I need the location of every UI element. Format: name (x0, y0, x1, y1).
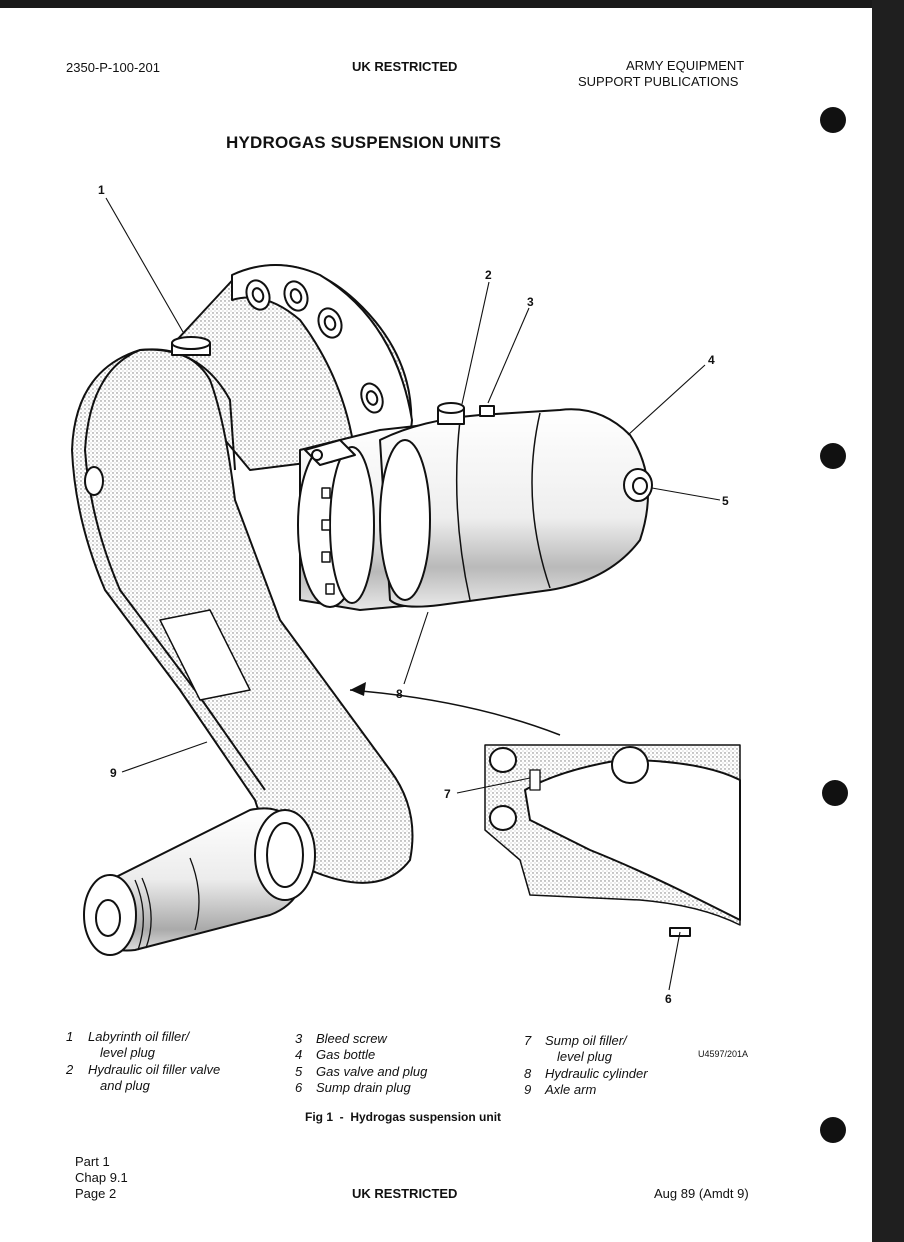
figure-caption: Fig 1 - Hydrogas suspension unit (305, 1110, 502, 1124)
callout-1: 1 (98, 183, 105, 197)
legend-num: 1 (66, 1029, 74, 1044)
legend-item: Gas valve and plug (316, 1064, 428, 1079)
footer-classification: UK RESTRICTED (352, 1186, 458, 1201)
scan-top-edge (0, 0, 904, 8)
binder-hole (822, 780, 848, 806)
callout-2: 2 (485, 268, 492, 282)
legend-item: Sump oil filler/ (545, 1033, 627, 1048)
footer-date: Aug 89 (Amdt 9) (654, 1186, 749, 1201)
legend-item: Sump drain plug (316, 1080, 411, 1095)
scan-right-edge (872, 0, 904, 1242)
legend-num: 9 (524, 1082, 532, 1097)
footer-chapter: Chap 9.1 (75, 1170, 128, 1185)
legend-num: 3 (295, 1031, 303, 1046)
binder-hole (820, 107, 846, 133)
axle-arm (71, 348, 414, 884)
binder-hole (820, 1117, 846, 1143)
footer-part: Part 1 (75, 1154, 110, 1169)
legend-num: 2 (66, 1062, 74, 1077)
doc-number: 2350-P-100-201 (66, 60, 160, 75)
callout-8: 8 (396, 687, 403, 701)
figure-reference: U4597/201A (698, 1049, 749, 1059)
legend-item: Hydraulic cylinder (545, 1066, 648, 1081)
publisher-line1: ARMY EQUIPMENT (626, 58, 745, 73)
legend-num: 4 (295, 1047, 303, 1062)
header-classification: UK RESTRICTED (352, 59, 458, 74)
callout-3: 3 (527, 295, 534, 309)
callout-4: 4 (708, 353, 715, 367)
callout-5: 5 (722, 494, 729, 508)
legend-num: 6 (295, 1080, 303, 1095)
legend-item: level plug (557, 1049, 612, 1064)
legend-num: 5 (295, 1064, 303, 1079)
legend-num: 7 (524, 1033, 532, 1048)
callout-6: 6 (665, 992, 672, 1006)
callout-9: 9 (110, 766, 117, 780)
footer-page: Page 2 (75, 1186, 117, 1201)
legend-item: Hydraulic oil filler valve (88, 1062, 221, 1077)
legend-item: level plug (100, 1045, 155, 1060)
legend-item: Bleed screw (316, 1031, 387, 1046)
legend-item: and plug (100, 1078, 150, 1093)
legend-num: 8 (524, 1066, 532, 1081)
legend-item: Axle arm (545, 1082, 597, 1097)
page-title: HYDROGAS SUSPENSION UNITS (226, 133, 502, 152)
publisher-line2: SUPPORT PUBLICATIONS (578, 74, 739, 89)
legend-item: Gas bottle (316, 1047, 376, 1062)
binder-hole (820, 443, 846, 469)
legend-item: Labyrinth oil filler/ (88, 1029, 190, 1044)
callout-7: 7 (444, 787, 451, 801)
